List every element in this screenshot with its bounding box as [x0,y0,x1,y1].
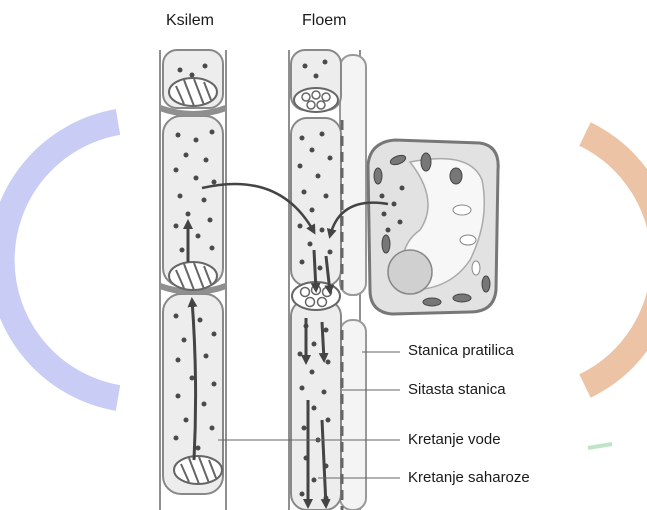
sucrose-flow-arrow [314,250,316,290]
xylem-perforation-plate [169,262,217,290]
nucleus [388,250,432,294]
phloem-column [289,50,366,510]
phloem-title: Floem [302,12,346,30]
label-sucrose-movement: Kretanje saharoze [408,469,530,486]
source-cell [368,140,498,314]
xylem-perforation-plate [169,78,217,106]
background-ring-left [2,122,118,398]
background-ring-right [585,134,647,386]
xylem-perforation-plate [174,456,222,484]
companion-cell [340,320,366,510]
label-water-movement: Kretanje vode [408,431,501,448]
companion-cell [340,55,366,295]
label-companion-cell: Stanica pratilica [408,342,514,359]
sieve-plate [294,88,338,112]
xylem-title: Ksilem [166,12,214,30]
label-sieve-cell: Sitasta stanica [408,381,506,398]
sucrose-flow-arrow [322,322,324,360]
background-ring-green [588,444,612,448]
xylem-column [160,50,226,510]
xylem-cell-middle [163,116,223,286]
